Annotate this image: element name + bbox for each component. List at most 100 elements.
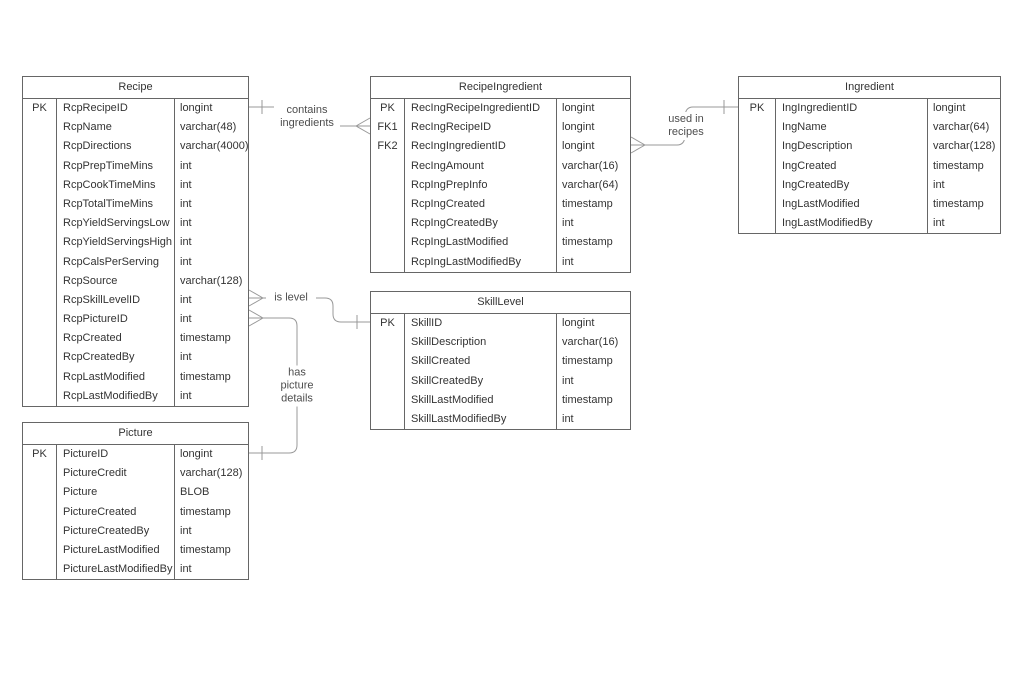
row-field-name: PictureLastModified — [63, 543, 160, 556]
row-field-name: Picture — [63, 486, 98, 499]
row-field-name: SkillCreatedBy — [411, 374, 484, 387]
row-field-name: RcpLastModifiedBy — [63, 389, 158, 402]
row-key-badge — [23, 540, 57, 561]
row-key-badge — [23, 290, 57, 311]
row-field-type: BLOB — [174, 483, 248, 503]
row-field-name: RcpDirections — [63, 140, 132, 153]
row-key-badge — [23, 310, 57, 330]
row-key-badge — [23, 464, 57, 484]
row-field-type: timestamp — [174, 502, 248, 522]
row-field-type: int — [174, 233, 248, 253]
row-key-badge — [371, 390, 405, 410]
row-field-type: varchar(16) — [556, 333, 630, 353]
row-key-badge: PK — [23, 99, 57, 119]
relationship-label: contains ingredients — [274, 103, 340, 131]
row-key-badge — [23, 252, 57, 272]
row-field-name: RcpIngPrepInfo — [411, 178, 488, 191]
row-field-type: int — [174, 348, 248, 368]
row-key-badge: PK — [371, 99, 405, 119]
row-field-type: int — [174, 252, 248, 272]
row-field-type: int — [556, 409, 630, 430]
row-key-badge — [23, 386, 57, 406]
row-field-name: RcpPrepTimeMins — [63, 159, 154, 172]
crowfoot-many-icon — [248, 309, 264, 327]
row-key-badge — [23, 560, 57, 580]
row-key-badge — [371, 252, 405, 272]
row-field-name: RcpSource — [63, 274, 118, 287]
row-field-type: int — [174, 156, 248, 176]
entity-title: Ingredient — [739, 77, 1000, 99]
row-field-name: RecIngAmount — [411, 159, 484, 172]
row-field-name: RecIngRecipeIngredientID — [411, 102, 541, 114]
row-field-name: IngIngredientID — [782, 102, 858, 114]
row-key-badge — [23, 214, 57, 234]
row-field-name: RcpCreated — [63, 332, 122, 345]
row-field-type: int — [174, 386, 248, 406]
row-field-name: PictureCreatedBy — [63, 524, 150, 537]
row-key-badge: PK — [371, 314, 405, 334]
row-field-name: RcpYieldServingsLow — [63, 217, 170, 230]
row-field-type: int — [927, 175, 1000, 195]
row-field-name: RcpCreatedBy — [63, 351, 135, 364]
row-field-type: varchar(16) — [556, 156, 630, 176]
row-key-badge — [371, 233, 405, 253]
row-key-badge — [371, 371, 405, 391]
row-key-badge — [371, 352, 405, 372]
relationship-label: is level — [266, 290, 316, 306]
row-key-badge — [23, 175, 57, 195]
row-field-name: IngLastModified — [782, 197, 860, 210]
row-field-name: RecIngRecipeID — [411, 121, 492, 134]
row-key-badge — [371, 333, 405, 353]
row-field-name: RcpLastModified — [63, 370, 145, 383]
row-key-badge — [23, 194, 57, 215]
row-field-type: timestamp — [927, 194, 1000, 215]
row-field-name: RecIngIngredientID — [411, 140, 506, 153]
row-field-type: longint — [556, 118, 630, 138]
row-field-name: RcpTotalTimeMins — [63, 197, 154, 210]
row-field-name: SkillLastModifiedBy — [411, 412, 507, 425]
row-field-name: RcpSkillLevelID — [63, 293, 141, 306]
row-field-type: longint — [174, 445, 248, 465]
row-key-badge — [739, 214, 776, 234]
row-field-type: varchar(64) — [927, 118, 1000, 138]
row-field-name: PictureLastModifiedBy — [63, 563, 173, 576]
row-key-badge — [739, 137, 776, 157]
row-field-name: IngCreatedBy — [782, 178, 850, 191]
row-field-name: SkillCreated — [411, 355, 471, 368]
row-field-name: PictureCredit — [63, 467, 127, 480]
row-key-badge — [23, 118, 57, 138]
row-field-name: RcpIngCreatedBy — [411, 217, 498, 230]
row-key-badge — [371, 194, 405, 215]
row-key-badge — [23, 329, 57, 349]
row-key-badge — [739, 156, 776, 176]
row-field-name: RcpIngLastModified — [411, 236, 509, 249]
row-field-name: SkillID — [411, 317, 443, 329]
row-field-type: int — [174, 175, 248, 195]
row-field-type: timestamp — [556, 233, 630, 253]
row-key-badge — [23, 521, 57, 541]
row-field-type: timestamp — [556, 390, 630, 410]
row-field-name: RcpName — [63, 121, 112, 134]
row-field-name: RcpCookTimeMins — [63, 178, 156, 191]
row-field-type: int — [556, 371, 630, 391]
row-key-badge — [371, 214, 405, 234]
row-field-type: varchar(4000) — [174, 137, 248, 157]
row-key-badge — [23, 271, 57, 291]
row-field-type: timestamp — [174, 329, 248, 349]
row-key-badge — [23, 137, 57, 157]
row-field-name: PictureCreated — [63, 505, 137, 518]
row-field-type: longint — [556, 314, 630, 334]
row-field-name: SkillLastModified — [411, 393, 494, 406]
row-field-type: varchar(128) — [174, 271, 248, 291]
row-field-type: int — [174, 214, 248, 234]
row-key-badge — [23, 483, 57, 503]
